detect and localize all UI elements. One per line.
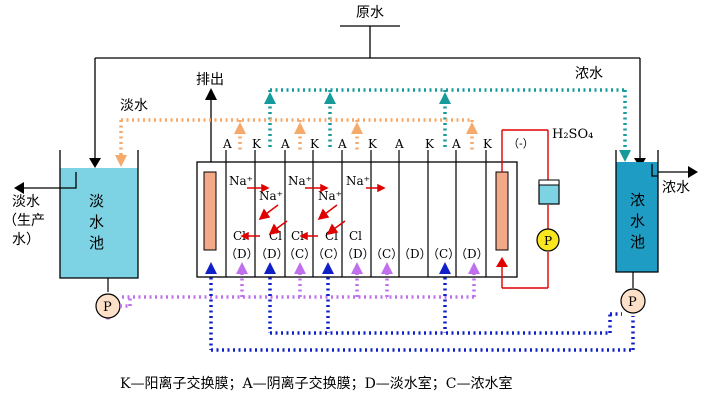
teal-arrow-3 [439,92,451,104]
chamber-label: （C） [427,247,460,261]
blue-arrow [264,262,276,274]
chamber-label: （D） [341,247,375,261]
acid-tank-top [538,179,560,186]
legend-caption: K—阳离子交换膜；A—阴离子交换膜；D—淡水室；C—浓水室 [120,375,513,392]
conc-pump-label: P [628,295,637,310]
orange-arrow-2 [294,122,306,134]
violet-arrow [294,262,306,274]
ion-na: Na⁺ [346,174,370,188]
dilute-tank-wall [59,150,139,279]
raw-water-label: 原水 [356,5,384,21]
raw-water-pipes [94,25,641,160]
conc-tank-water [616,162,658,272]
acid-pump [536,228,560,252]
dilute-out-arrow [14,182,24,194]
dilute-flow-bottom [106,272,476,322]
right-electrode [495,171,509,251]
membrane-label: A [280,137,290,151]
chamber-label: （D） [255,247,289,261]
ion-na: Na⁺ [229,174,253,188]
red-inlet-arrow [496,257,508,267]
violet-arrow [351,262,363,274]
chamber-label: （C） [370,247,403,261]
ion-na: Na⁺ [288,174,312,188]
conc-out-label: 浓水 [662,180,690,196]
discharge-label: 排出 [196,72,224,88]
ed-cell-frame [196,161,518,278]
dilute-out-note-2: 水） [12,232,40,248]
ion-cl: Cl [291,229,304,243]
ion-migration-arrows [240,183,386,241]
ion-na: Na⁺ [318,189,342,203]
dilute-tank-char-2: 水 [89,213,104,231]
minus-label: （-） [508,137,534,150]
conc-out-arrow [688,166,698,178]
blue-arrow [439,262,451,274]
dilute-tank-water [60,168,138,278]
membrane-label: K [483,137,493,151]
conc-water-top-label: 浓水 [575,66,603,82]
membrane-label: K [368,137,378,151]
dilute-tank-char-3: 池 [89,234,104,252]
chamber-label: （C） [283,247,316,261]
orange-arrow-4 [466,122,478,134]
dilute-tank-outlet [60,172,77,189]
blue-arrow [205,262,217,274]
membrane-label: K [310,137,320,151]
conc-tank-char-3: 池 [630,233,645,251]
teal-arrow-1 [264,92,276,104]
conc-tank-char-2: 水 [630,212,645,230]
dilute-tank-char-1: 淡 [89,192,104,210]
membrane-label: A [222,137,232,151]
violet-arrow [468,262,480,274]
membrane-label: A [451,137,461,151]
ion-na: Na⁺ [259,189,283,203]
teal-arrow-2 [324,92,336,104]
membrane-label: A [394,137,404,151]
red-circuit [501,129,549,289]
violet-arrow [236,262,248,274]
dilute-flow-top [119,118,474,155]
membrane-label: A [337,137,347,151]
blue-arrow [322,262,334,274]
orange-arrow-tank [115,155,127,167]
conc-tank-outlet [651,164,658,177]
dilute-out-label: 淡水 [12,194,40,210]
conc-tank-char-1: 浓 [630,191,645,209]
dilute-pump-label: P [103,300,112,315]
raw-arrow-left [89,158,101,168]
conc-flow-top [268,88,627,152]
orange-arrow-3 [351,122,363,134]
conc-flow-bottom [209,272,635,352]
ion-cl: Cl [349,229,362,243]
chamber-label: （C） [312,247,345,261]
chamber-label: （D） [455,247,489,261]
dilute-out-note-1: （生产 [3,213,45,229]
left-electrode [203,171,217,251]
h2so4-label: H₂SO₄ [552,127,593,142]
membrane-label: K [425,137,435,151]
chamber-label: （D） [225,247,259,261]
teal-arrow-tank [619,150,631,162]
membrane-label: K [252,137,262,151]
dilute-water-top-label: 淡水 [120,98,148,114]
chamber-label: （D） [398,247,432,261]
discharge-arrow [205,88,217,100]
conc-tank-wall [615,150,659,273]
conc-pump [620,288,646,314]
acid-pump-label: P [544,234,552,248]
violet-arrow [381,262,393,274]
orange-arrow-1 [234,122,246,134]
ion-cl: Cl [233,229,246,243]
membrane-lines [225,150,487,277]
